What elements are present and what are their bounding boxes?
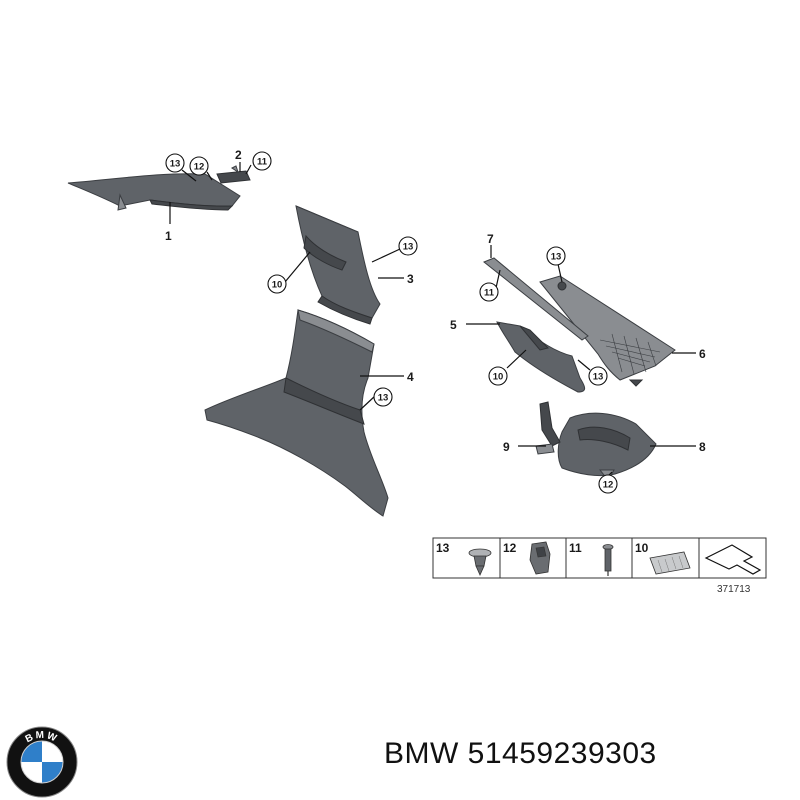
leader-lines (169, 162, 696, 477)
part-1-trim (67, 173, 241, 211)
retainer-clip-icon (529, 541, 551, 575)
ring-callout-10-a: 10 (267, 274, 287, 294)
svg-text:12: 12 (603, 480, 614, 491)
part-5-trim (496, 321, 586, 393)
svg-text:10: 10 (493, 372, 504, 383)
callout-2: 2 (235, 148, 242, 162)
bmw-logo: BMW (6, 726, 78, 798)
svg-text:13: 13 (593, 372, 604, 383)
callout-4: 4 (407, 370, 414, 384)
callout-7: 7 (487, 232, 494, 246)
svg-text:12: 12 (194, 162, 205, 173)
svg-text:11: 11 (484, 288, 495, 299)
callout-9: 9 (503, 440, 510, 454)
svg-text:13: 13 (170, 159, 181, 170)
ring-callout-13-a: 13 (165, 153, 185, 173)
legend-cell-13: 13 (436, 541, 450, 555)
ring-callout-13-e: 13 (588, 366, 608, 386)
part-3-trim (295, 205, 381, 325)
svg-text:10: 10 (272, 280, 283, 291)
logo-letters: BMW (24, 730, 58, 745)
roundel (20, 740, 64, 784)
callout-8: 8 (699, 440, 706, 454)
part-caption: BMW 51459239303 (384, 737, 657, 771)
legend-cell-12: 12 (503, 541, 517, 555)
svg-text:13: 13 (551, 252, 562, 263)
callout-1: 1 (165, 229, 172, 243)
part-7-strip (483, 257, 589, 341)
svg-text:13: 13 (378, 393, 389, 404)
brand-name: BMW (384, 737, 459, 770)
part-8-trim (557, 412, 657, 481)
diagram-number: 371713 (717, 584, 751, 595)
svg-text:BMW: BMW (24, 730, 60, 745)
part-4-trim (204, 309, 389, 517)
rivet-icon (602, 544, 614, 576)
ring-callout-12-b: 12 (598, 474, 618, 494)
number-callouts: 1 2 3 4 5 6 7 8 9 (165, 148, 706, 454)
ring-callout-13-d: 13 (546, 246, 566, 266)
callout-5: 5 (450, 318, 457, 332)
push-clip-icon (468, 548, 492, 576)
fastener-legend: 13 12 11 10 (432, 537, 767, 595)
callout-6: 6 (699, 347, 706, 361)
legend-cell-11: 11 (569, 541, 582, 555)
part-2-clip (216, 165, 251, 184)
legend-cell-10: 10 (635, 541, 649, 555)
svg-text:11: 11 (257, 157, 268, 168)
ring-callout-13-c: 13 (373, 387, 393, 407)
ring-callout-13-b: 13 (398, 236, 418, 256)
part-number: 51459239303 (467, 737, 657, 770)
adhesive-pad-icon (649, 551, 691, 575)
direction-arrow-icon (704, 544, 762, 575)
svg-text:13: 13 (403, 242, 414, 253)
ring-callout-12-a: 12 (189, 156, 209, 176)
ring-callout-11-b: 11 (479, 282, 499, 302)
circled-callouts: 13 12 11 13 10 13 11 13 (165, 151, 618, 494)
ring-callout-11-a: 11 (252, 151, 272, 171)
ring-callout-10-b: 10 (488, 366, 508, 386)
callout-3: 3 (407, 272, 414, 286)
